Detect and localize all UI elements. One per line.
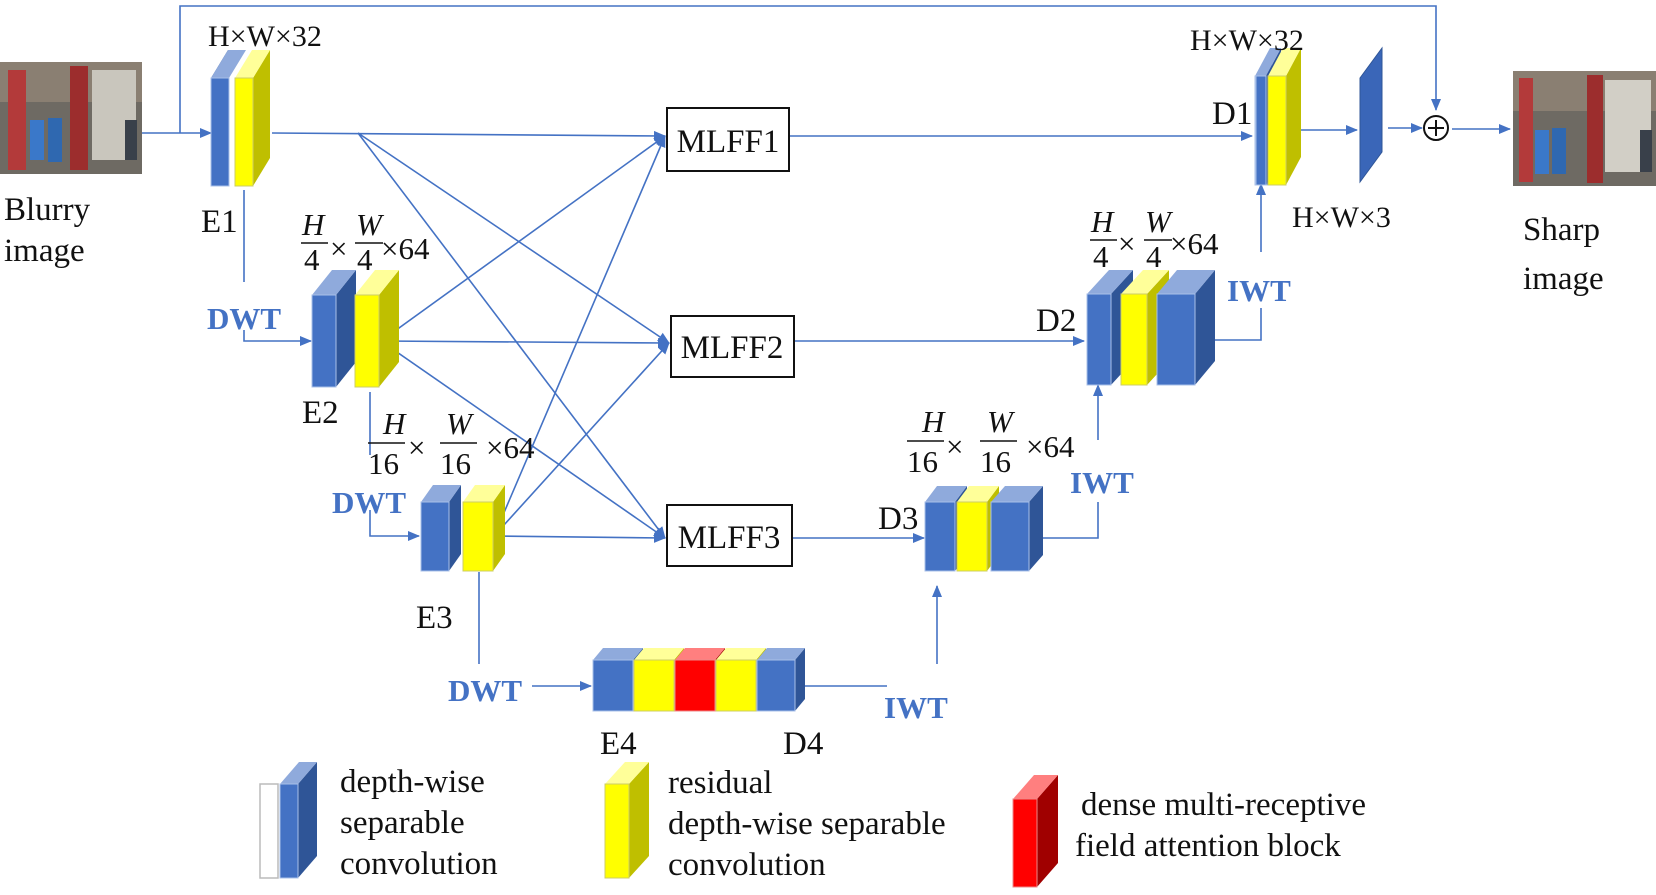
output-label-line2: image	[1523, 261, 1604, 297]
sharp-output-image	[1513, 71, 1656, 186]
d2-depthwise-conv-block-2	[1156, 270, 1215, 386]
dwt-label-2: DWT	[332, 485, 406, 520]
e3-dim-times: ×	[408, 430, 425, 465]
d2-dim-tail: ×64	[1170, 226, 1219, 261]
mlff1-label: MLFF1	[677, 124, 780, 160]
e2-label: E2	[302, 395, 339, 431]
output-conv-block	[1359, 46, 1383, 184]
legend-blue-line3: convolution	[340, 846, 498, 882]
dwt-label-3: DWT	[448, 673, 522, 708]
e1-residual-conv-block	[234, 50, 270, 187]
e3-dim-den-w: 16	[440, 446, 471, 481]
iwt-label-3: IWT	[1227, 273, 1291, 308]
d3-residual-conv-block	[956, 486, 999, 572]
d1-residual-conv-block	[1267, 48, 1301, 186]
legend-yellow-line1: residual	[668, 765, 772, 801]
d2-dim-times: ×	[1118, 226, 1135, 261]
d2-dim-label: H 4 × W 4 ×64	[1090, 204, 1219, 274]
d3-dim-label: H 16 × W 16 ×64	[907, 404, 1075, 479]
d3-dim-den-w: 16	[980, 444, 1011, 479]
decoder-d3	[924, 486, 1043, 572]
legend-blue-line2: separable	[340, 805, 465, 841]
e4-label: E4	[600, 726, 637, 762]
e1-label: E1	[201, 204, 238, 240]
input-label-line2: image	[4, 233, 85, 269]
d4-label: D4	[783, 726, 823, 762]
decoder-d1	[1254, 48, 1301, 186]
e3-dim-num-h: H	[382, 406, 407, 441]
bottleneck-depthwise-block-2	[756, 648, 805, 712]
e1-dim-label: H×W×32	[208, 20, 322, 53]
e3-dim-num-w: W	[446, 406, 475, 441]
d2-dim-den-h: 4	[1093, 239, 1109, 274]
e2-dim-den-h: 4	[304, 242, 320, 277]
e2-depthwise-conv-block	[311, 270, 356, 388]
mlff3-module: MLFF3	[666, 504, 793, 567]
encoder-e1	[210, 50, 270, 187]
mlff3-label: MLFF3	[678, 520, 781, 556]
connection-lines	[142, 5, 1511, 691]
e3-label: E3	[416, 600, 453, 636]
legend-yellow-swatch	[604, 762, 649, 879]
d3-dim-num-h: H	[921, 404, 946, 439]
d3-dim-times: ×	[946, 429, 963, 464]
add-node	[1423, 115, 1449, 141]
d1-label: D1	[1212, 96, 1252, 132]
e3-dim-label: H 16 × W 16 ×64	[368, 406, 535, 481]
legend-red-line2: field attention block	[1075, 828, 1341, 864]
d2-dim-num-h: H	[1090, 204, 1115, 239]
e2-dim-label: H 4 × W 4 ×64	[301, 207, 430, 277]
e3-residual-conv-block	[462, 485, 505, 572]
d3-depthwise-conv-block-2	[990, 486, 1043, 572]
e3-depthwise-conv-block	[420, 485, 461, 572]
encoder-e3	[420, 485, 505, 572]
mlff2-label: MLFF2	[681, 330, 784, 366]
d2-label: D2	[1036, 303, 1076, 339]
decoder-d2	[1086, 270, 1215, 386]
mlff1-module: MLFF1	[666, 107, 790, 172]
legend-red-line1: dense multi-receptive	[1081, 787, 1366, 823]
e3-dim-tail: ×64	[486, 430, 535, 465]
e2-dim-den-w: 4	[357, 242, 373, 277]
output-dim-label: H×W×3	[1292, 201, 1391, 234]
d3-dim-den-h: 16	[907, 444, 938, 479]
e3-dim-den-h: 16	[368, 446, 399, 481]
d3-dim-num-w: W	[987, 404, 1016, 439]
encoder-e2	[311, 270, 399, 388]
e2-dim-num-w: W	[356, 207, 385, 242]
iwt-label-1: IWT	[884, 690, 948, 725]
bottleneck-residual-block-1	[633, 648, 684, 712]
d2-dim-num-w: W	[1145, 204, 1174, 239]
e2-dim-num-h: H	[301, 207, 326, 242]
bottleneck-e4-d4	[592, 648, 805, 712]
e2-residual-conv-block	[354, 270, 399, 388]
d3-label: D3	[878, 501, 918, 537]
d1-dim-label: H×W×32	[1190, 24, 1304, 57]
output-label-line1: Sharp	[1523, 212, 1600, 248]
blurry-input-image	[0, 62, 142, 174]
legend-blue-line1: depth-wise	[340, 764, 485, 800]
d2-dim-den-w: 4	[1146, 239, 1162, 274]
iwt-label-2: IWT	[1070, 465, 1134, 500]
dwt-label-1: DWT	[207, 301, 281, 336]
mlff2-module: MLFF2	[670, 315, 795, 378]
e2-dim-times: ×	[330, 231, 347, 266]
legend-yellow-line3: convolution	[668, 847, 826, 883]
e1-depthwise-conv-block	[210, 50, 246, 187]
d3-dim-tail: ×64	[1026, 429, 1075, 464]
legend: depth-wise separable convolution residua…	[259, 762, 1366, 888]
legend-blue-swatch	[259, 762, 317, 879]
e2-dim-tail: ×64	[381, 231, 430, 266]
legend-yellow-line2: depth-wise separable	[668, 806, 946, 842]
legend-red-swatch	[1012, 775, 1058, 888]
input-label-line1: Blurry	[4, 192, 91, 228]
